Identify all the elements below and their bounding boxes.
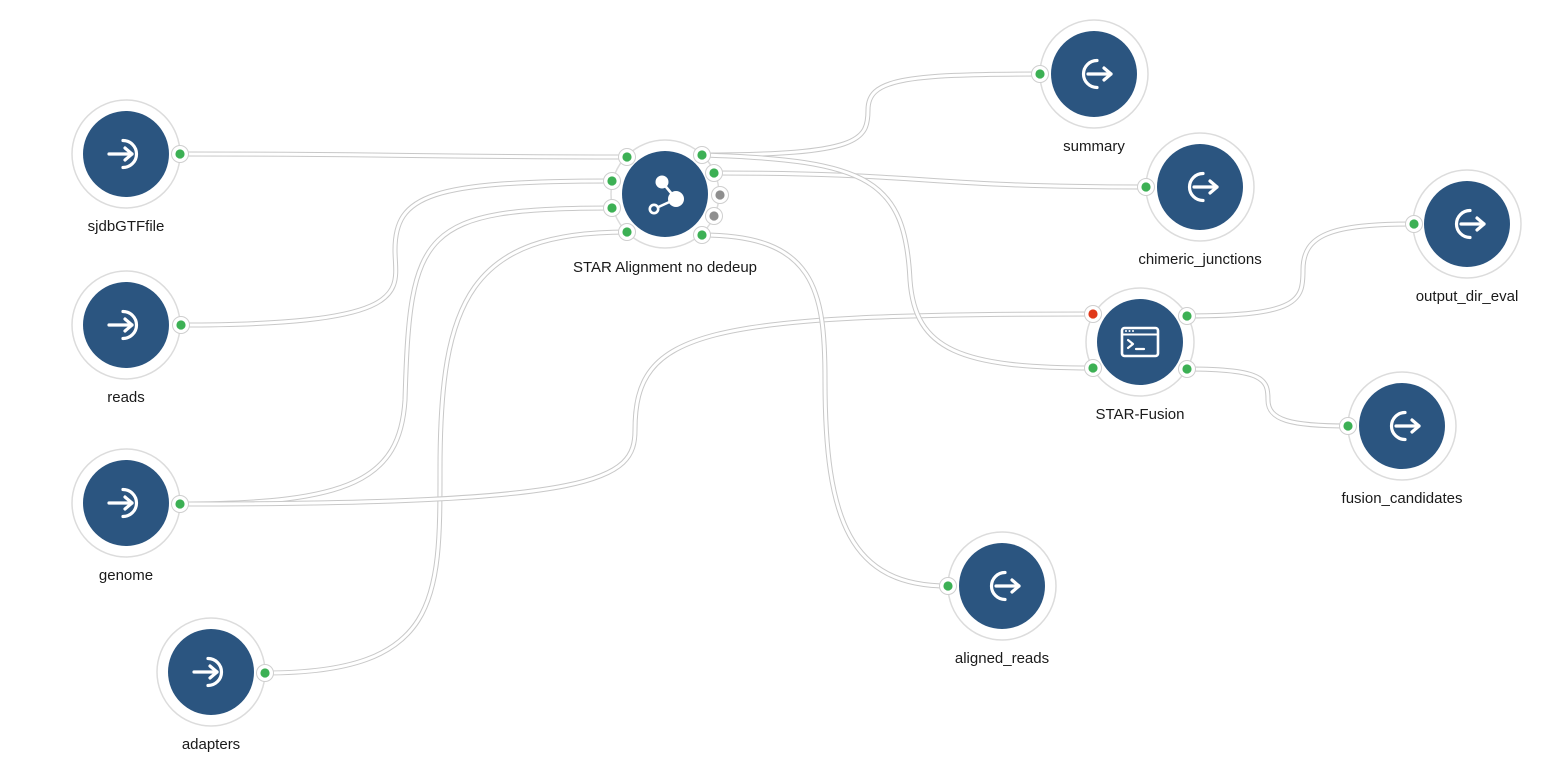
node-label: output_dir_eval [1416, 288, 1519, 305]
edge-star-alignment-to-chimeric-junctions[interactable] [713, 170, 1147, 190]
input-port-summary[interactable] [1031, 65, 1049, 83]
edge-star-alignment-to-summary[interactable] [701, 71, 1041, 158]
edge-layer [179, 71, 1415, 676]
input-port-aligned-reads[interactable] [939, 577, 957, 595]
input-port-star-alignment[interactable] [618, 223, 636, 241]
node-label: STAR-Fusion [1096, 406, 1185, 423]
output-port-sjdbgtffile[interactable] [171, 145, 189, 163]
output-port-reads[interactable] [172, 316, 190, 334]
node-label: aligned_reads [955, 650, 1049, 667]
output-node-aligned-reads[interactable]: aligned_reads [947, 531, 1057, 667]
edge-genome-to-star-alignment[interactable] [179, 205, 613, 507]
edge-reads-to-star-alignment[interactable] [180, 178, 613, 328]
port-layer [171, 65, 1423, 682]
input-node-genome[interactable]: genome [71, 448, 181, 584]
output-port-star-alignment[interactable] [693, 226, 711, 244]
input-port-chimeric-junctions[interactable] [1137, 178, 1155, 196]
input-node-reads[interactable]: reads [71, 270, 181, 406]
step-node-star-alignment[interactable]: STAR Alignment no dedeup [573, 139, 757, 276]
edge-genome-to-star-fusion[interactable] [179, 311, 1094, 507]
node-label: adapters [182, 736, 240, 753]
edge-star-fusion-to-fusion-candidates[interactable] [1186, 366, 1349, 429]
input-node-sjdbgtffile[interactable]: sjdbGTFfile [71, 99, 181, 235]
node-label: fusion_candidates [1342, 490, 1463, 507]
node-label: chimeric_junctions [1138, 251, 1261, 268]
input-port-star-fusion[interactable] [1084, 305, 1102, 323]
workflow-icon [648, 175, 684, 215]
node-label: reads [107, 389, 145, 406]
output-node-chimeric-junctions[interactable]: chimeric_junctions [1138, 132, 1262, 268]
node-label: summary [1063, 138, 1125, 155]
node-label: genome [99, 567, 153, 584]
input-port-star-alignment[interactable] [618, 148, 636, 166]
edge-star-alignment-to-aligned-reads[interactable] [701, 232, 949, 589]
input-port-star-fusion[interactable] [1084, 359, 1102, 377]
output-port-star-alignment[interactable] [711, 186, 729, 204]
output-port-star-fusion[interactable] [1178, 360, 1196, 378]
output-port-star-alignment[interactable] [705, 207, 723, 225]
input-node-adapters[interactable]: adapters [156, 617, 266, 753]
terminal-icon [1120, 326, 1160, 358]
edge-adapters-to-star-alignment[interactable] [264, 229, 628, 676]
edge-sjdbgtffile-to-star-alignment[interactable] [179, 151, 628, 160]
output-node-output-dir-eval[interactable]: output_dir_eval [1412, 169, 1522, 305]
step-node-star-fusion[interactable]: STAR-Fusion [1085, 287, 1195, 423]
input-port-star-alignment[interactable] [603, 172, 621, 190]
input-port-star-alignment[interactable] [603, 199, 621, 217]
output-port-star-alignment[interactable] [693, 146, 711, 164]
edge-star-alignment-to-star-fusion[interactable] [701, 152, 1094, 371]
output-port-genome[interactable] [171, 495, 189, 513]
output-port-star-fusion[interactable] [1178, 307, 1196, 325]
output-port-adapters[interactable] [256, 664, 274, 682]
output-node-summary[interactable]: summary [1039, 19, 1149, 155]
output-node-fusion-candidates[interactable]: fusion_candidates [1342, 371, 1463, 507]
node-label: STAR Alignment no dedeup [573, 259, 757, 276]
node-label: sjdbGTFfile [88, 218, 165, 235]
input-port-fusion-candidates[interactable] [1339, 417, 1357, 435]
output-port-star-alignment[interactable] [705, 164, 723, 182]
input-port-output-dir-eval[interactable] [1405, 215, 1423, 233]
edge-star-fusion-to-output-dir-eval[interactable] [1186, 221, 1415, 319]
